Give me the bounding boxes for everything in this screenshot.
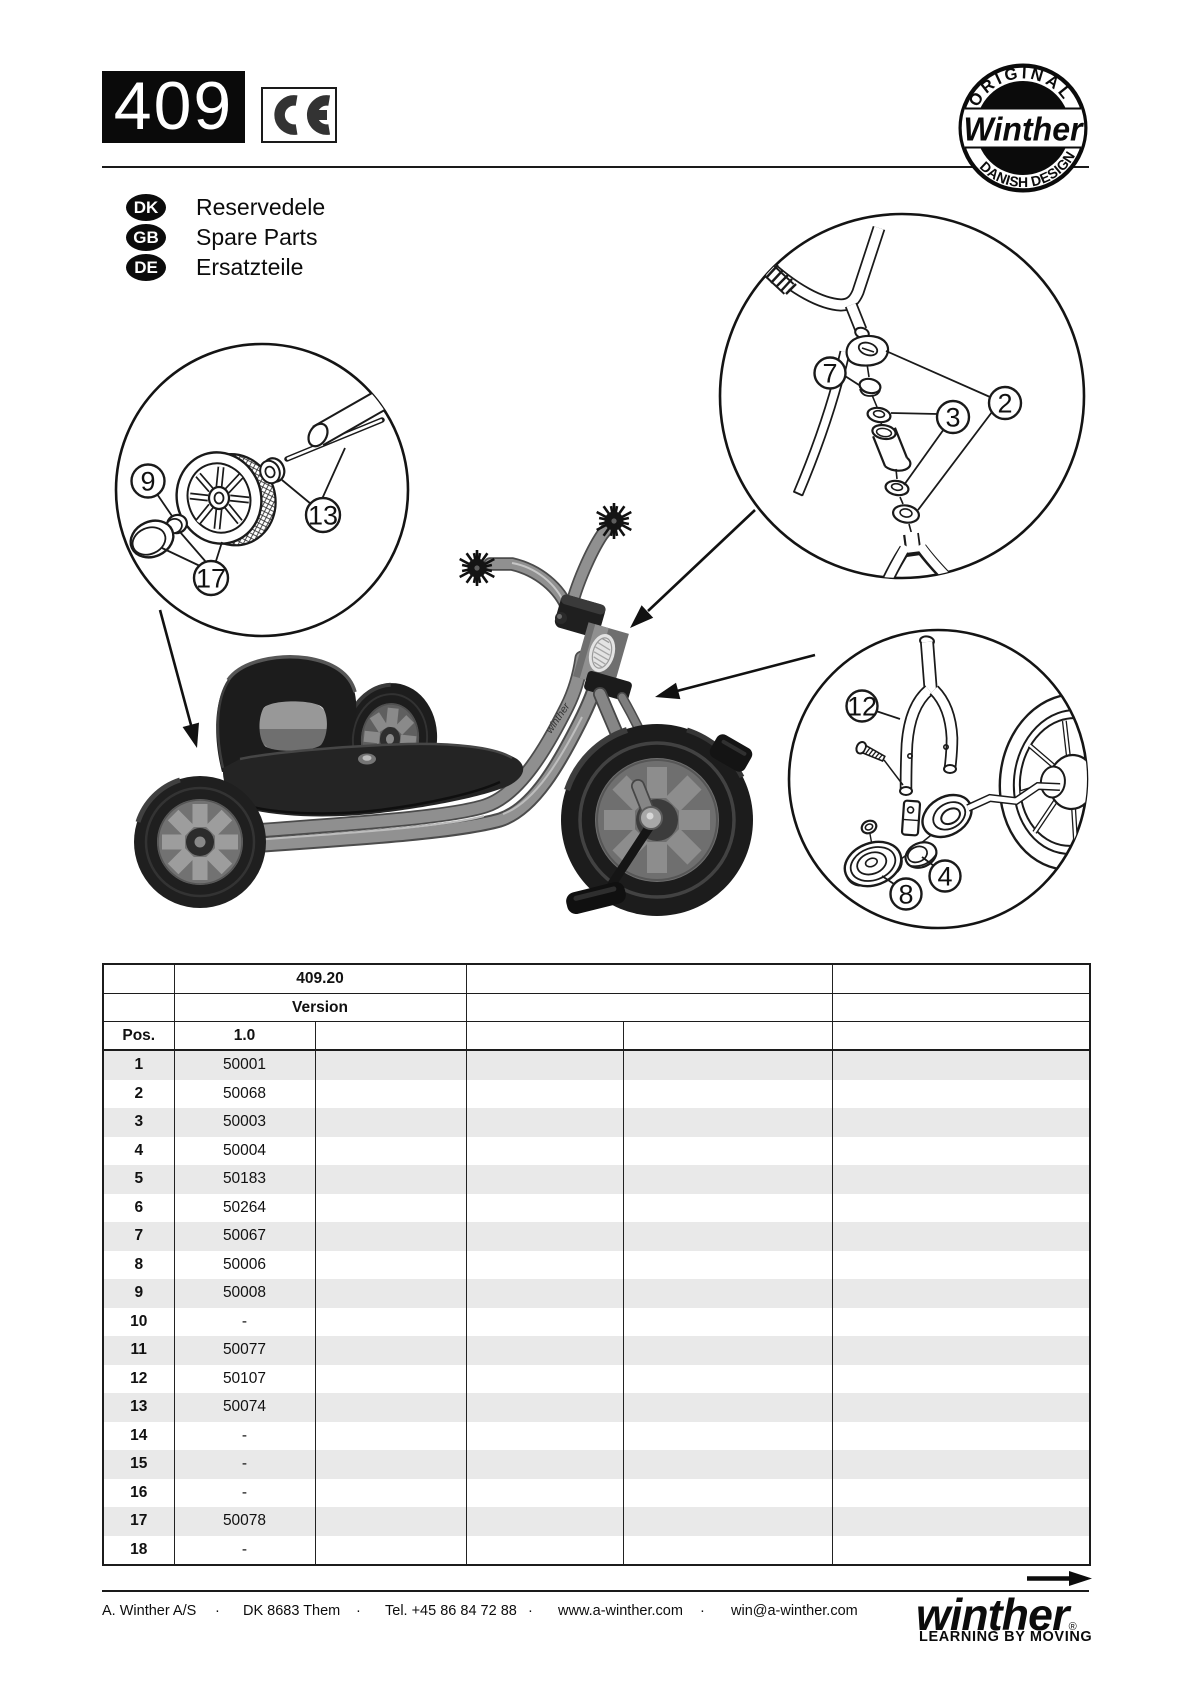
svg-text:7: 7 — [822, 359, 837, 389]
svg-text:17: 17 — [196, 564, 226, 594]
svg-text:13: 13 — [308, 501, 338, 531]
svg-text:Winther: Winther — [964, 111, 1085, 148]
svg-text:9: 9 — [140, 467, 155, 497]
svg-text:4: 4 — [937, 862, 952, 892]
svg-text:12: 12 — [847, 692, 877, 722]
svg-text:3: 3 — [945, 403, 960, 433]
svg-text:8: 8 — [898, 880, 913, 910]
svg-text:2: 2 — [997, 389, 1012, 419]
